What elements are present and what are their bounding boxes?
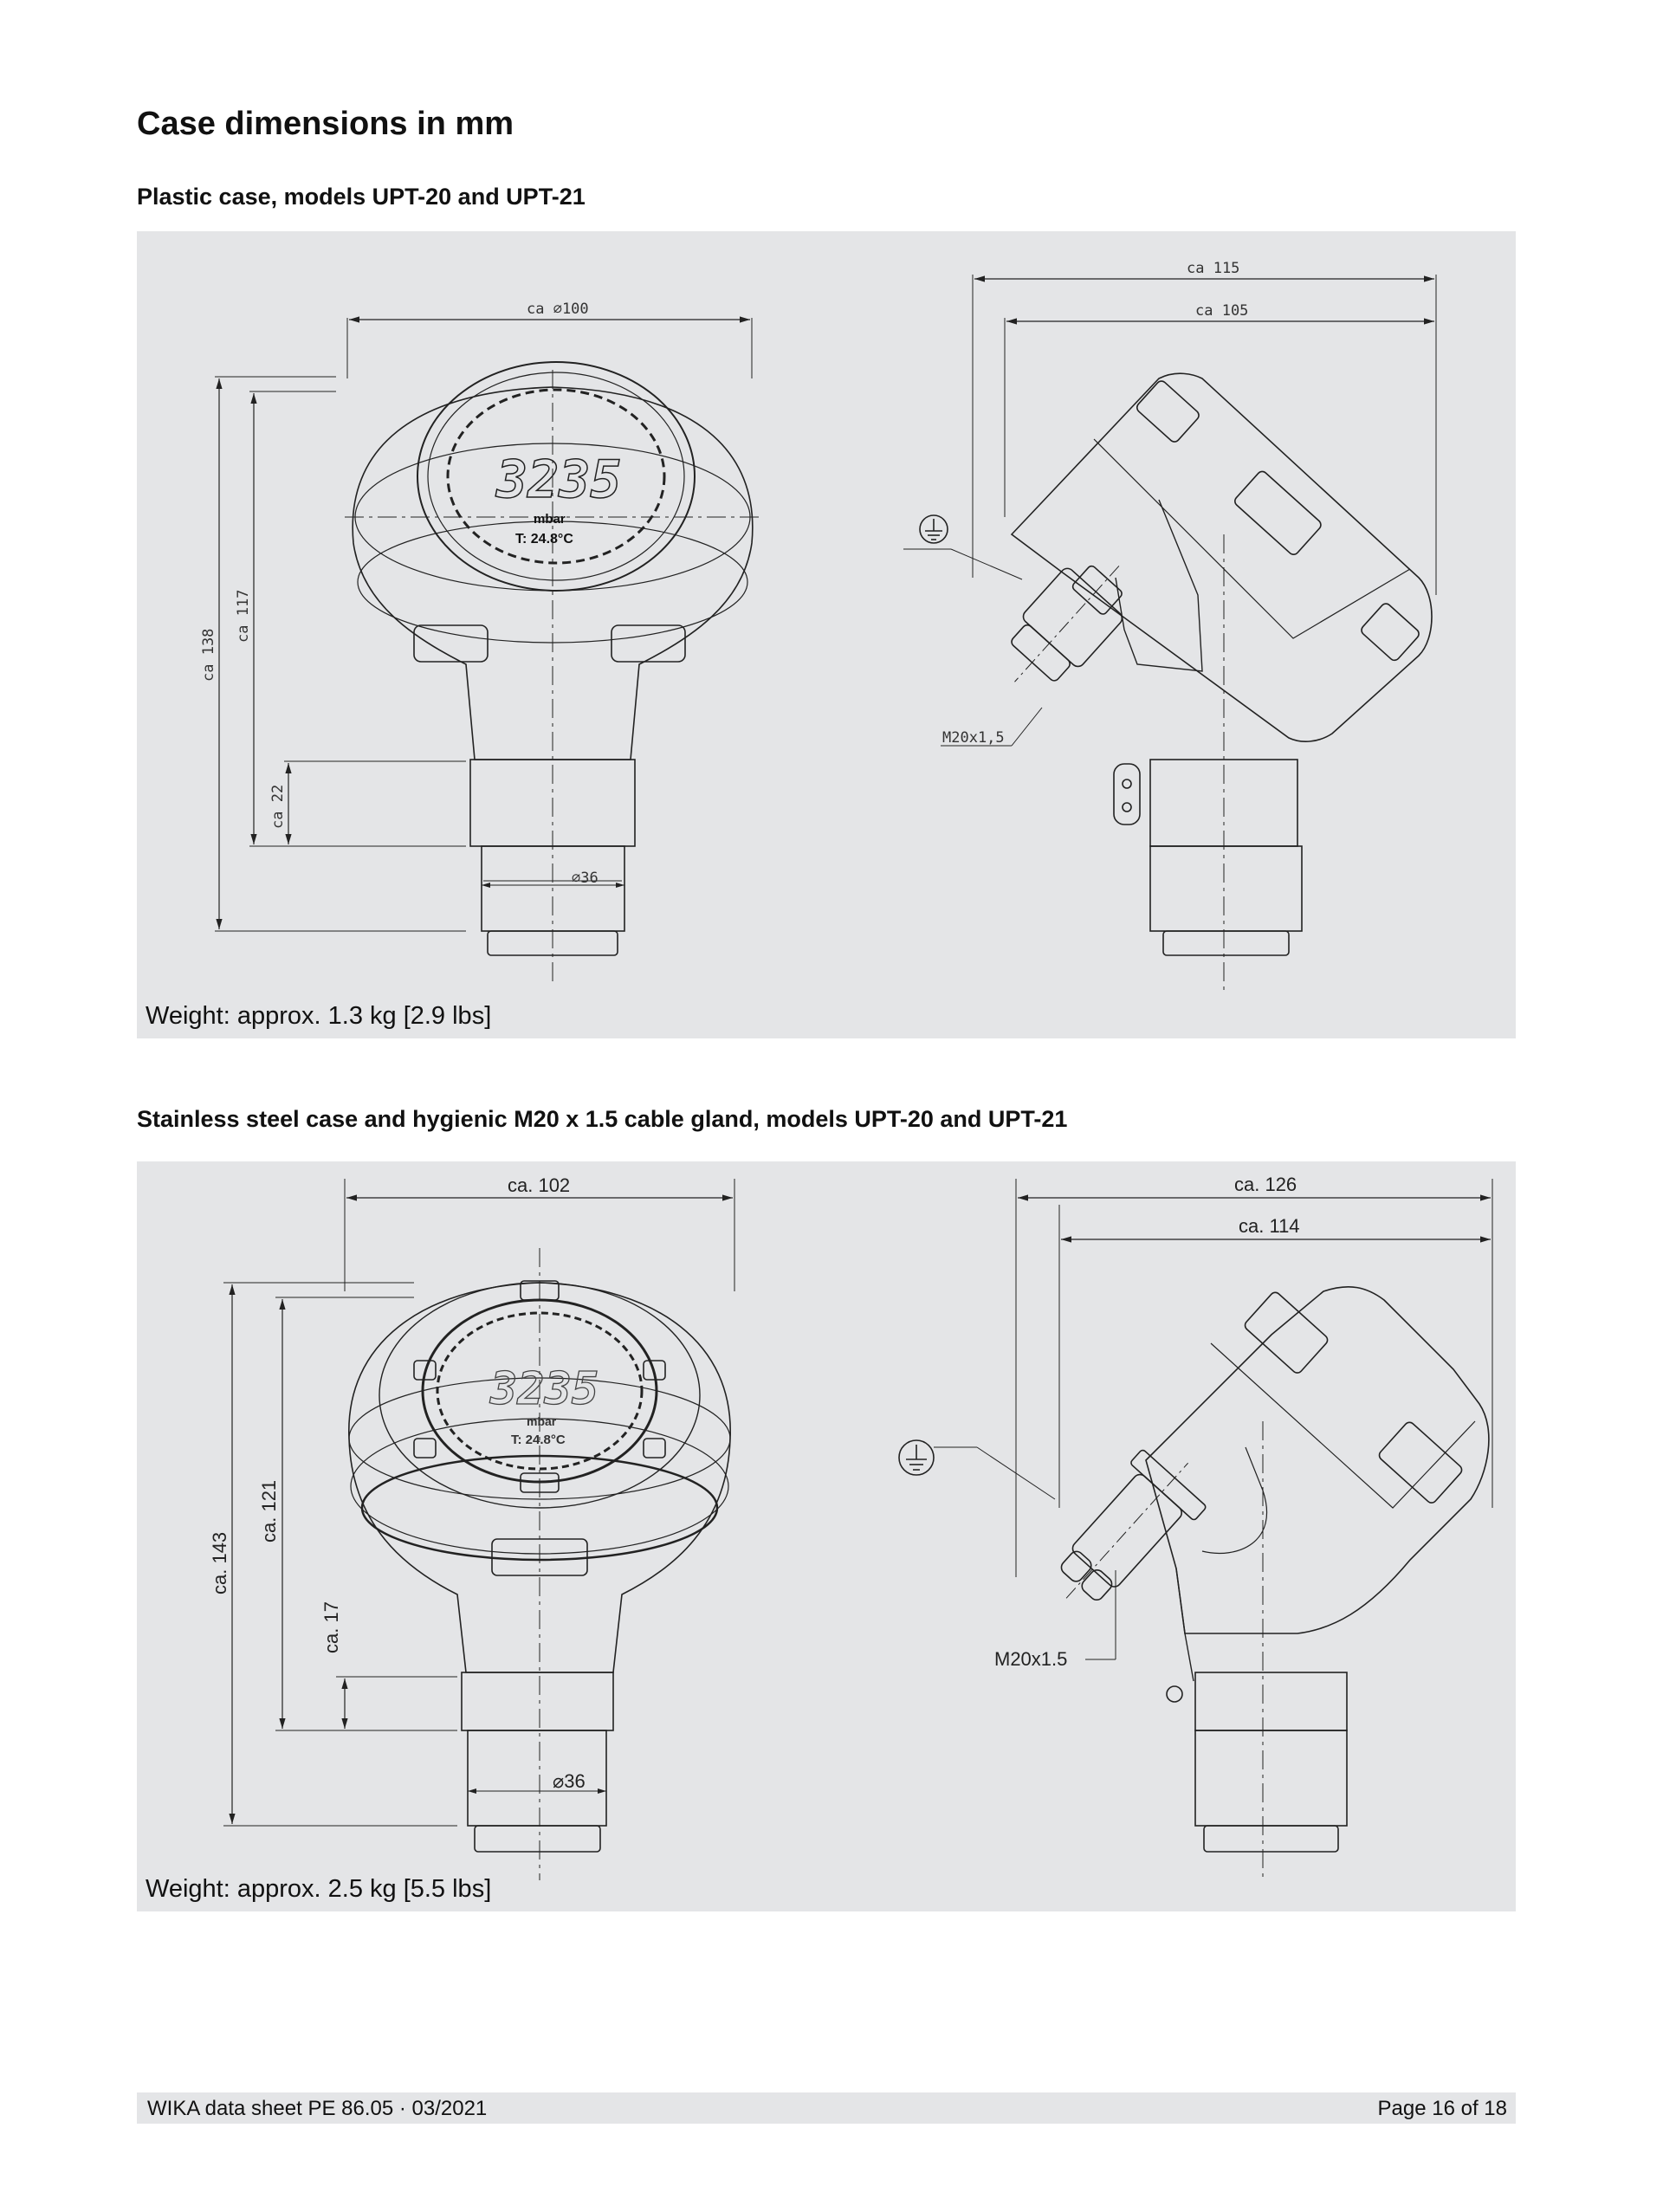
section-title-plastic-case: Plastic case, models UPT-20 and UPT-21 <box>137 184 586 210</box>
dim-outer-side: ca 115 <box>1187 260 1239 277</box>
thread-label: M20x1.5 <box>994 1648 1067 1670</box>
footer-document-id: WIKA data sheet PE 86.05 · 03/2021 <box>147 2097 488 2120</box>
dim-diameter: ⌀36 <box>572 870 599 887</box>
front-view-plastic <box>215 316 760 985</box>
technical-drawing-plastic: ca ⌀100 ca 138 ca 117 ca 22 ⌀36 3235 mba… <box>200 260 1437 993</box>
section-title-stainless-case: Stainless steel case and hygienic M20 x … <box>137 1106 1068 1132</box>
ground-symbol-icon <box>898 1439 935 1476</box>
weight-text: Weight: approx. 1.3 kg [2.9 lbs] <box>146 1002 492 1030</box>
page-title: Case dimensions in mm <box>137 106 514 142</box>
display-temp: T: 24.8°C <box>515 532 573 547</box>
dim-width-front: ca. 102 <box>508 1174 570 1196</box>
drawing-panel-plastic-case: ca ⌀100 ca 138 ca 117 ca 22 ⌀36 3235 mba… <box>137 231 1516 1038</box>
dim-inner-side: ca 105 <box>1195 302 1248 320</box>
thread-label: M20x1,5 <box>942 729 1005 747</box>
display-unit: mbar <box>527 1414 557 1428</box>
side-view-stainless <box>898 1179 1493 1880</box>
ground-symbol-icon <box>919 514 948 544</box>
weight-text: Weight: approx. 2.5 kg [5.5 lbs] <box>146 1875 492 1903</box>
display-temp: T: 24.8°C <box>511 1433 566 1447</box>
dim-height-case: ca. 121 <box>258 1480 280 1543</box>
display-value: 3235 <box>489 1363 599 1415</box>
dim-outer-side: ca. 126 <box>1234 1174 1297 1195</box>
side-view-plastic <box>903 275 1437 993</box>
dim-diameter: ⌀36 <box>553 1770 586 1792</box>
display-unit: mbar <box>534 512 566 527</box>
dim-width-front: ca ⌀100 <box>527 301 589 318</box>
dim-height-total: ca. 143 <box>209 1532 230 1594</box>
footer-page-number: Page 16 of 18 <box>1377 2097 1507 2120</box>
dim-inner-side: ca. 114 <box>1239 1215 1300 1237</box>
dim-neck: ca. 17 <box>320 1601 342 1653</box>
technical-drawing-stainless: ca. 102 ca. 143 ca. 121 ca. 17 ⌀36 3235 … <box>209 1174 1493 1880</box>
display-value: 3235 <box>495 450 622 510</box>
dim-height-total: ca 138 <box>200 629 217 682</box>
page-footer: WIKA data sheet PE 86.05 · 03/2021 Page … <box>137 2092 1516 2124</box>
front-view-stainless <box>223 1179 735 1880</box>
drawing-panel-stainless-case: ca. 102 ca. 143 ca. 121 ca. 17 ⌀36 3235 … <box>137 1161 1516 1911</box>
dim-height-case: ca 117 <box>235 590 252 643</box>
dim-neck: ca 22 <box>269 785 287 829</box>
